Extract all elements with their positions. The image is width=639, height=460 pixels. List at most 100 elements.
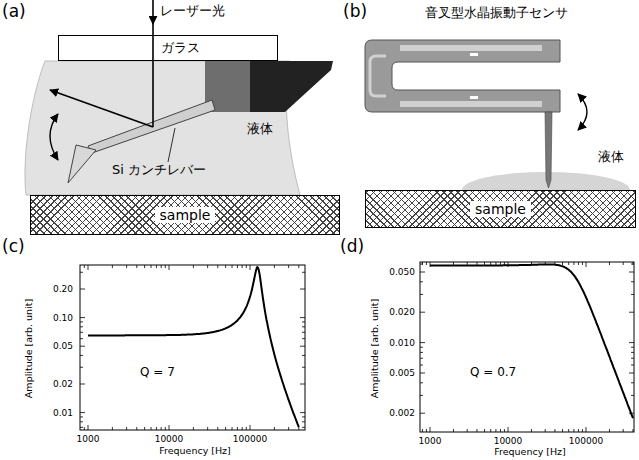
axis-tick <box>573 429 574 432</box>
axis-tick <box>578 429 579 432</box>
axis-title: Amplitude [arb. unit] <box>25 298 36 397</box>
axis-tick <box>225 427 226 430</box>
axis-tick <box>302 321 305 322</box>
axis-tick <box>80 384 85 385</box>
axis-tick <box>554 429 555 432</box>
tick-label: 0.05 <box>53 341 73 351</box>
axis-tick <box>420 264 423 265</box>
axis-tick <box>609 262 610 265</box>
axis-tick <box>161 427 162 430</box>
axis-tick <box>467 429 468 432</box>
glass-label: ガラス <box>161 41 200 56</box>
tick-label: 0.02 <box>53 379 73 389</box>
axis-tick <box>84 427 85 430</box>
axis-tick <box>420 382 423 383</box>
electrode <box>400 101 542 107</box>
laser-label: レーザー光 <box>160 4 225 19</box>
chip-holder <box>250 61 333 112</box>
laser-arrow <box>152 0 154 24</box>
tick-label: 0.005 <box>389 368 415 378</box>
panel-letter: (d) <box>340 237 364 257</box>
axis-tick <box>288 265 289 268</box>
axis-tick <box>631 395 634 396</box>
tick-label: 0.002 <box>389 408 415 418</box>
axis-tick <box>422 429 423 432</box>
axis-tick <box>165 427 166 430</box>
oscillation-arrow <box>50 114 58 160</box>
axis-tick <box>623 429 624 432</box>
afm-cantilever-illustration <box>25 0 333 195</box>
axis-tick <box>500 429 501 432</box>
axis-tick <box>242 265 243 268</box>
response-curve <box>430 264 633 418</box>
axis-tick <box>156 427 157 430</box>
axis-tick <box>420 312 425 313</box>
axis-tick <box>631 365 634 366</box>
liquid-label: 液体 <box>598 150 624 165</box>
axis-tick <box>490 429 491 432</box>
axis-tick <box>484 429 485 432</box>
axis-tick <box>420 342 425 343</box>
axis-tick <box>562 429 563 432</box>
tuning-fork-illustration <box>365 40 630 190</box>
axis-tick <box>420 358 423 359</box>
axis-tick <box>250 425 251 430</box>
q-value: Q = 0.7 <box>470 366 516 380</box>
axis-tick <box>422 262 423 265</box>
axis-tick <box>420 347 423 348</box>
axis-tick <box>246 427 247 430</box>
tick-label: 0.20 <box>53 284 73 294</box>
axis-tick <box>237 427 238 430</box>
axis-tick <box>217 265 218 268</box>
axis-tick <box>242 427 243 430</box>
plot-frame <box>420 262 634 432</box>
axis-tick <box>169 425 170 430</box>
tick-label: 0.010 <box>389 338 415 348</box>
axis-tick <box>80 412 85 413</box>
axis-tick <box>531 429 532 432</box>
plots <box>80 262 634 432</box>
axis-tick <box>161 265 162 268</box>
axis-tick <box>126 427 127 430</box>
axis-tick <box>288 427 289 430</box>
axis-tick <box>586 262 587 267</box>
sample-block: sample <box>30 195 340 235</box>
tuning-fork-body <box>365 40 560 112</box>
axis-tick <box>126 265 127 268</box>
axis-tick <box>302 326 305 327</box>
reflected-beam <box>50 90 153 127</box>
axis-tick <box>80 367 83 368</box>
panel-letter: (c) <box>2 237 25 257</box>
axis-tick <box>420 413 425 414</box>
axis-tick <box>80 332 83 333</box>
axis-tick <box>302 367 305 368</box>
axis-tick <box>568 262 569 265</box>
axis-title: Amplitude [arb. unit] <box>371 298 382 397</box>
tick-label: 100000 <box>233 434 267 444</box>
plot-frame <box>80 265 305 430</box>
tick-label: 0.020 <box>389 307 415 317</box>
axis-tick <box>420 352 423 353</box>
axis-tick <box>420 365 423 366</box>
axis-tick <box>207 427 208 430</box>
tick-label: 0.10 <box>53 313 73 323</box>
axis-tick <box>629 312 634 313</box>
liquid-label: 液体 <box>247 122 273 137</box>
axis-tick <box>300 289 305 290</box>
axis-tick <box>420 395 423 396</box>
axis-tick <box>302 427 305 428</box>
axis-tick <box>300 412 305 413</box>
axis-tick <box>632 262 633 265</box>
axis-tick <box>80 289 85 290</box>
axis-tick <box>80 338 83 339</box>
axis-tick <box>586 427 587 432</box>
axis-tick <box>80 317 85 318</box>
axis-tick <box>88 425 89 430</box>
axis-tick <box>193 427 194 430</box>
axis-tick <box>232 427 233 430</box>
axis-tick <box>504 429 505 432</box>
axis-tick <box>144 265 145 268</box>
axis-tick <box>193 265 194 268</box>
axis-tick <box>302 332 305 333</box>
electrode-mark <box>470 53 478 56</box>
